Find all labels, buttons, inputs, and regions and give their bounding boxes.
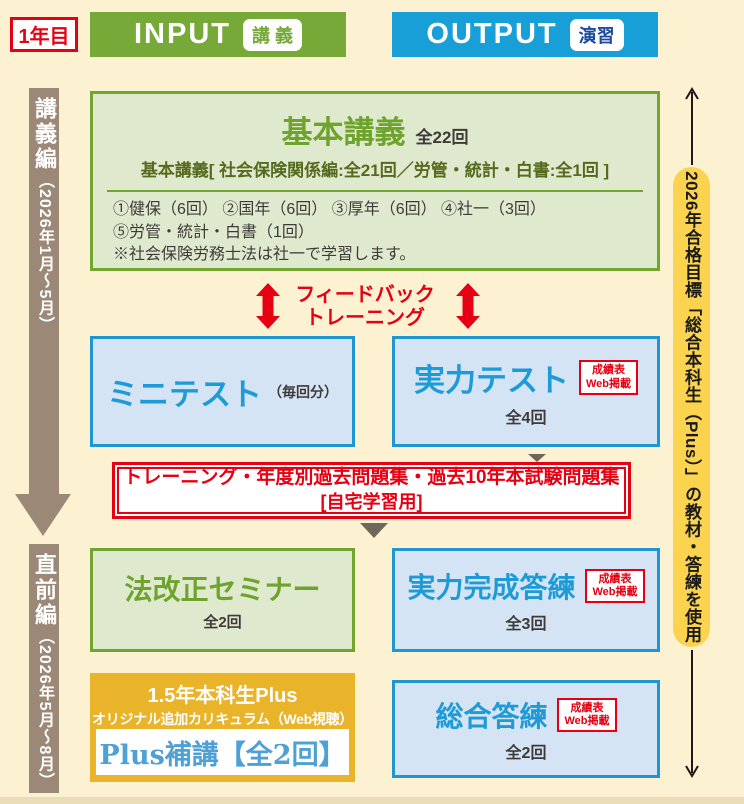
year-badge-label: 1年目 [18,26,70,48]
comprehensive-practice-box: 総合答練 成績表 Web掲載 全2回 [392,680,660,778]
home-training-line2: [自宅学習用] [320,492,423,513]
comprehensive-practice-count: 全2回 [505,745,547,762]
plus-line1: 1.5年本科生Plus [147,685,298,707]
score-web-badge: 成績表 Web掲載 [557,697,617,733]
phase2-label: 直前編（2026年5月～8月） [28,553,60,789]
phase2-period: （2026年5月～8月） [36,628,53,790]
phase2-arrow-bar: 直前編（2026年5月～8月） [29,544,59,793]
score-web-badge: 成績表 Web掲載 [578,360,639,395]
score-badge-line2: Web掲載 [592,586,638,598]
basic-lecture-subtitle: 基本講義[ 社会保険関係編:全21回／労管・統計・白書:全1回 ] [140,161,610,180]
phase1-period: （2026年1月～5月） [36,172,53,334]
ability-completion-count: 全3回 [505,616,547,633]
ability-completion-title: 実力完成答練 [407,572,576,603]
score-badge-line1: 成績表 [592,364,625,377]
score-badge-line2: Web掲載 [564,715,610,727]
ability-test-count: 全4回 [505,410,547,427]
ability-test-title: 実力テスト [413,363,569,398]
usage-note-label: 2026年合格目標「総合本科生（Plus）」の教材・答練を使用 [682,171,701,643]
phase1-arrowhead-icon [15,494,71,536]
flow-down-triangle-icon [360,523,388,538]
basic-lecture-count: 全22回 [415,128,469,147]
feedback-label: フィードバック トレーニング [285,284,445,330]
ability-test-box: 実力テスト 成績表 Web掲載 全4回 [392,336,660,447]
plus-line2: オリジナル追加カリキュラム（Web視聴） [92,711,353,727]
basic-lecture-title: 基本講義 [281,115,406,150]
input-label: INPUT [133,18,231,50]
basic-lecture-line1: ①健保（6回） ②国年（6回） ③厚年（6回） ④社一（3回） [113,201,546,218]
home-training-box: トレーニング・年度別過去問題集・過去10年本試験問題集 [自宅学習用] [112,462,631,519]
small-arrow-tip-icon [528,454,546,462]
basic-lecture-note: ※社会保険労務士法は社一で学習します。 [113,246,416,264]
mini-test-suffix: （毎回分） [268,383,338,400]
score-web-badge: 成績表 Web掲載 [585,568,645,604]
phase1-title: 講義編 [32,97,57,172]
feedback-line2: トレーニング [305,307,425,329]
mini-test-box: ミニテスト （毎回分） [90,336,355,447]
usage-note-pill: 2026年合格目標「総合本科生（Plus）」の教材・答練を使用 [673,167,710,647]
down-arrow-icon [685,650,699,778]
bottom-edge-strip [0,797,744,804]
feedback-double-arrow-icon [456,283,480,329]
score-badge-line2: Web掲載 [585,377,632,390]
basic-lecture-line2: ⑤労管・統計・白書（1回） [113,223,314,241]
law-revision-box: 法改正セミナー 全2回 [90,548,355,652]
input-header: INPUT 講 義 [90,12,346,57]
score-badge-line1: 成績表 [598,572,632,585]
lecture-chip: 講 義 [242,18,302,51]
mini-test-title: ミニテスト [107,377,262,412]
basic-lecture-box: 基本講義 全22回 基本講義[ 社会保険関係編:全21回／労管・統計・白書:全1… [90,91,660,271]
ability-completion-box: 実力完成答練 成績表 Web掲載 全3回 [392,548,660,652]
phase1-arrow-bar: 講義編（2026年1月～5月） [29,88,59,494]
score-badge-line1: 成績表 [570,701,604,714]
up-arrow-icon [685,87,699,165]
comprehensive-practice-title: 総合答練 [435,701,548,732]
home-training-line1: トレーニング・年度別過去問題集・過去10年本試験問題集 [123,467,620,489]
divider [107,190,643,192]
feedback-double-arrow-icon [256,283,280,329]
law-revision-title: 法改正セミナー [124,574,321,605]
feedback-line1: フィードバック [295,284,435,306]
plus-supplement-label: Plus補講【全2回】 [96,729,349,775]
output-label: OUTPUT [426,18,558,50]
year-badge: 1年目 [10,17,78,52]
law-revision-count: 全2回 [203,614,242,631]
output-header: OUTPUT 演習 [392,12,658,57]
phase2-title: 直前編 [32,553,57,628]
plus-curriculum-box: 1.5年本科生Plus オリジナル追加カリキュラム（Web視聴） Plus補講【… [90,673,355,782]
phase1-label: 講義編（2026年1月～5月） [28,97,60,333]
practice-chip: 演習 [569,18,624,51]
